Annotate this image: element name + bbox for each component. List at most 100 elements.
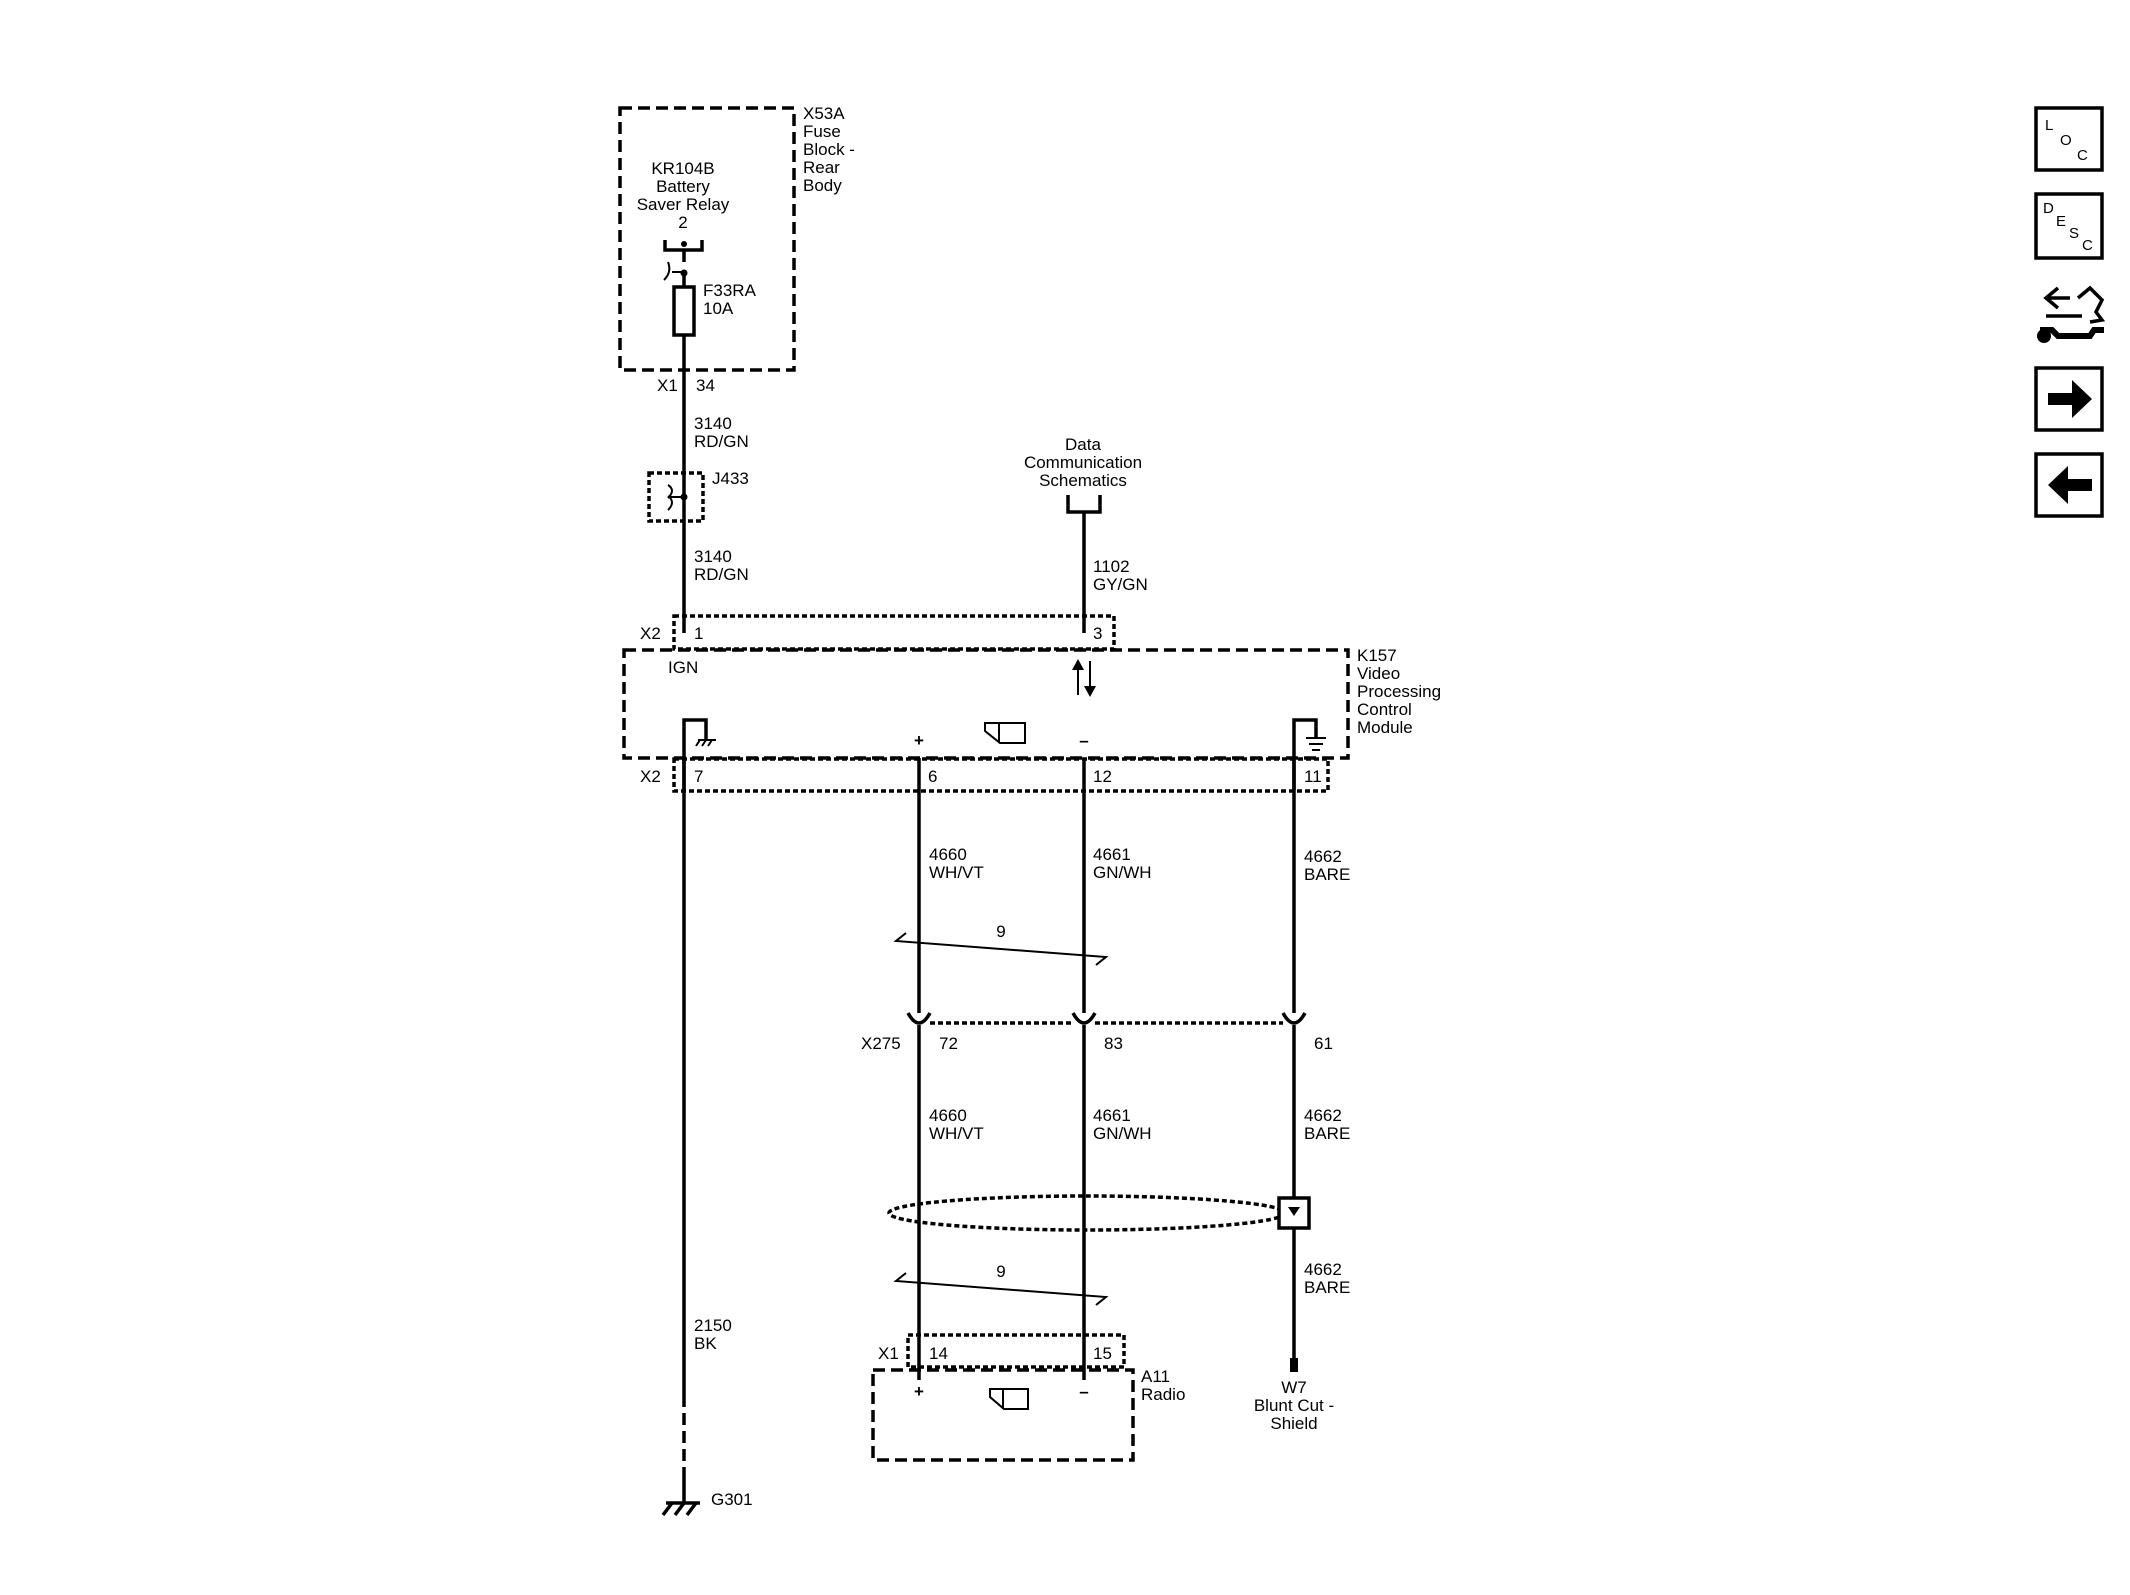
wire-color: BARE xyxy=(1304,1278,1350,1297)
fuse-block-x53a: X53A Fuse Block - Rear Body KR104B Batte… xyxy=(618,104,855,395)
wire-circuit: 2150 xyxy=(694,1316,732,1335)
back-button[interactable] xyxy=(2034,452,2104,518)
shield-end-marker xyxy=(1290,1358,1298,1372)
wire-color: GN/WH xyxy=(1093,863,1152,882)
wire-circuit: 4660 xyxy=(929,1106,967,1125)
module-k157: K157 Video Processing Control Module X2 … xyxy=(622,614,1441,793)
radio-ref: A11 xyxy=(1141,1367,1170,1386)
shield-end-label: Blunt Cut - xyxy=(1254,1396,1334,1415)
wire-color: WH/VT xyxy=(929,1124,984,1143)
data-comm-reference[interactable]: Data Communication Schematics xyxy=(1024,435,1142,514)
plus-sign: + xyxy=(914,1382,924,1401)
chassis-ground-icon xyxy=(682,718,716,790)
fuse-block-label: Block - xyxy=(803,140,855,159)
inline-connector-x275: X275 72 83 61 xyxy=(861,1012,1333,1053)
module-label: Module xyxy=(1357,718,1413,737)
desc-letter: C xyxy=(2082,237,2093,254)
data-bidirectional-arrow-icon xyxy=(1072,659,1096,697)
wire-color: WH/VT xyxy=(929,863,984,882)
wire-circuit: 4660 xyxy=(929,845,967,864)
radio-connector: X1 xyxy=(878,1344,899,1363)
relay-contact-icon xyxy=(663,240,704,281)
ign-label: IGN xyxy=(668,658,698,677)
twist-label: 9 xyxy=(996,922,1005,941)
fuse-ref: F33RA xyxy=(703,281,757,300)
component-location-button[interactable] xyxy=(2030,278,2108,350)
module-pin: 7 xyxy=(694,767,703,786)
splice-j433: J433 xyxy=(647,469,749,523)
wire-color: RD/GN xyxy=(694,565,749,584)
wire-color: BARE xyxy=(1304,1124,1350,1143)
module-pin: 12 xyxy=(1093,767,1112,786)
radio-name: Radio xyxy=(1141,1385,1185,1404)
minus-sign: – xyxy=(1079,1382,1088,1401)
shield-end-ref: W7 xyxy=(1281,1378,1307,1397)
relay-pin: 2 xyxy=(678,213,687,232)
desc-letter: E xyxy=(2056,213,2066,230)
module-label: Control xyxy=(1357,700,1412,719)
module-pin: 6 xyxy=(928,767,937,786)
wire-circuit: 4661 xyxy=(1093,845,1131,864)
fuse-block-ref: X53A xyxy=(803,104,845,123)
module-connector: X2 xyxy=(640,767,661,786)
wire-color: GY/GN xyxy=(1093,575,1148,594)
next-button[interactable] xyxy=(2034,366,2104,432)
relay-ref: KR104B xyxy=(651,159,714,178)
desc-letter: S xyxy=(2069,225,2079,242)
twist-label: 9 xyxy=(996,1262,1005,1281)
inline-connector-pin: 61 xyxy=(1314,1034,1333,1053)
wire-circuit: 4661 xyxy=(1093,1106,1131,1125)
module-pin: 1 xyxy=(694,624,703,643)
radio-pin: 14 xyxy=(929,1344,948,1363)
inline-connector-pin: 72 xyxy=(939,1034,958,1053)
arrow-right-icon xyxy=(2048,380,2092,418)
module-connector: X2 xyxy=(640,624,661,643)
radio-pin: 15 xyxy=(1093,1344,1112,1363)
module-label: Video xyxy=(1357,664,1400,683)
connector-x1-radio xyxy=(906,1333,1126,1369)
nav-toolbar: L O C D E S C xyxy=(2030,106,2108,518)
loc-letter: L xyxy=(2045,117,2053,134)
fuse-block-pin: 34 xyxy=(696,376,715,395)
module-pin: 11 xyxy=(1304,767,1322,786)
desc-letter: D xyxy=(2043,200,2054,217)
shield-end-label: Shield xyxy=(1270,1414,1317,1433)
splice-ref: J433 xyxy=(712,469,749,488)
fuse-block-label: Body xyxy=(803,176,842,195)
module-label: Processing xyxy=(1357,682,1441,701)
wire-circuit: 4662 xyxy=(1304,847,1342,866)
data-comm-label: Schematics xyxy=(1039,471,1127,490)
wire-circuit: 3140 xyxy=(694,414,732,433)
loc-button[interactable]: L O C xyxy=(2034,106,2104,172)
fuse-block-label: Rear xyxy=(803,158,840,177)
loc-letter: O xyxy=(2060,132,2072,149)
fuse-block-connector: X1 xyxy=(657,376,678,395)
fuse-icon xyxy=(672,285,696,337)
loc-letter: C xyxy=(2077,147,2088,164)
signal-ground-icon xyxy=(1292,718,1326,790)
desc-button[interactable]: D E S C xyxy=(2034,192,2104,260)
wire-color: BK xyxy=(694,1334,717,1353)
arrow-left-icon xyxy=(2048,466,2092,504)
data-comm-label: Communication xyxy=(1024,453,1142,472)
ground-symbol-icon xyxy=(661,1501,700,1517)
wire-circuit: 4662 xyxy=(1304,1106,1342,1125)
wire-color: GN/WH xyxy=(1093,1124,1152,1143)
speaker-icon xyxy=(984,722,1026,744)
fuse-rating: 10A xyxy=(703,299,734,318)
ground-ref: G301 xyxy=(711,1490,753,1509)
speaker-icon xyxy=(989,1388,1029,1410)
shield-icon xyxy=(887,1194,1311,1232)
radio-a11: X1 14 15 A11 Radio + – xyxy=(871,1333,1185,1462)
connector-wrench-icon xyxy=(2037,285,2106,343)
relay-label: Battery xyxy=(656,177,710,196)
inline-connector-ref: X275 xyxy=(861,1034,901,1053)
relay-label: Saver Relay xyxy=(637,195,730,214)
minus-sign: – xyxy=(1079,731,1088,750)
twisted-pair-icon: 9 xyxy=(893,1262,1109,1306)
fuse-block-label: Fuse xyxy=(803,122,841,141)
module-ref: K157 xyxy=(1357,646,1397,665)
data-comm-label: Data xyxy=(1065,435,1101,454)
wire-circuit: 1102 xyxy=(1093,557,1130,576)
